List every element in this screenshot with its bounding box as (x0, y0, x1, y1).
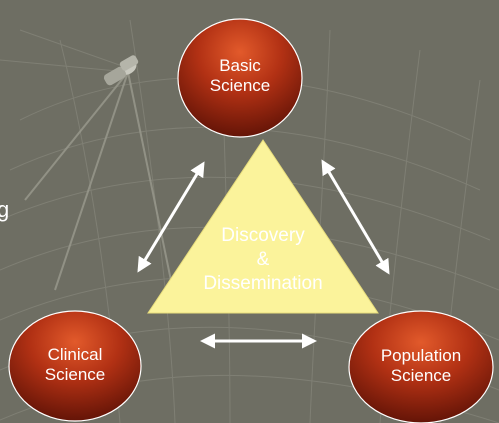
clinical-science-line2: Science (44, 365, 106, 384)
clinical-science-label: Clinical Science (25, 345, 125, 385)
population-science-line1: Population (380, 346, 462, 365)
population-science-label: Population Science (361, 346, 481, 386)
basic-science-node[interactable] (177, 18, 303, 138)
basic-science-line2: Science (209, 76, 271, 95)
center-line2: & (256, 249, 270, 270)
antenna-feed-icon (103, 55, 139, 86)
population-science-node[interactable] (348, 310, 494, 423)
arrow-basic-clinical (137, 161, 205, 273)
center-label: Discovery & Dissemination (183, 224, 343, 296)
population-science-line2: Science (390, 366, 452, 385)
arrow-basic-population (321, 159, 390, 275)
basic-science-label: Basic Science (190, 56, 290, 96)
center-triangle (147, 139, 379, 314)
edge-text-fragment: g (0, 197, 10, 222)
basic-science-line1: Basic (219, 56, 261, 75)
center-line3: Dissemination (203, 273, 323, 294)
clinical-science-node[interactable] (8, 310, 142, 422)
center-line1: Discovery (221, 225, 305, 246)
clinical-science-line1: Clinical (47, 345, 103, 364)
